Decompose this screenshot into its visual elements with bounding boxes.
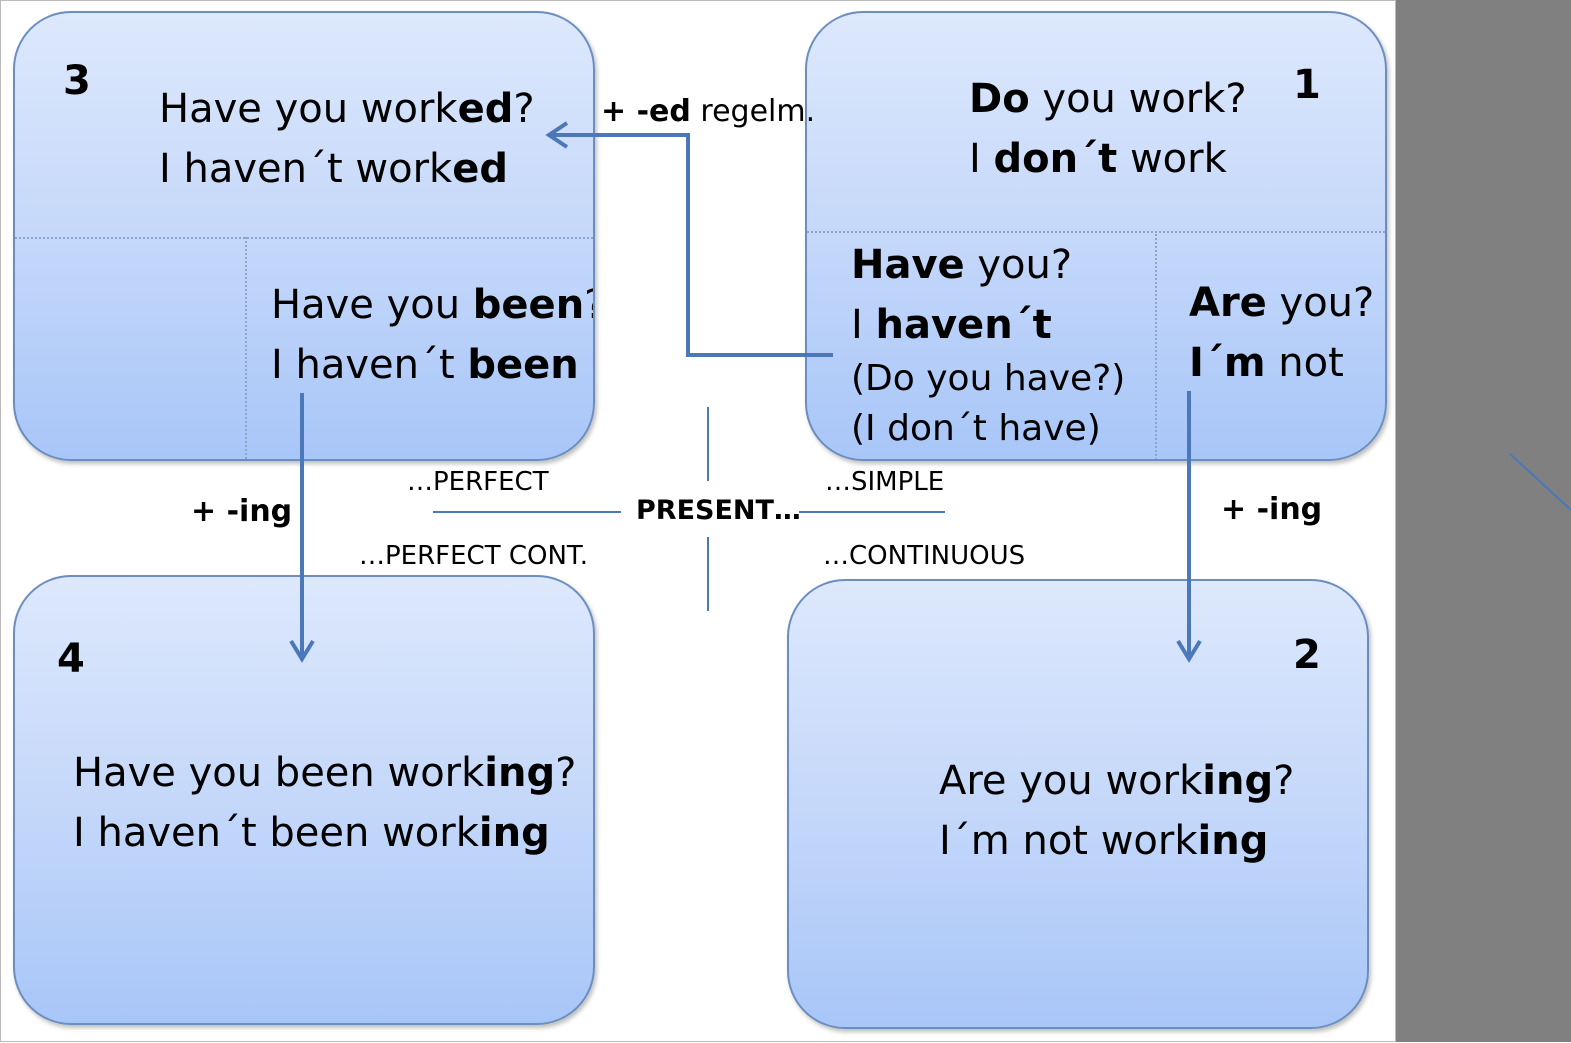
label-perfect-cont: …PERFECT CONT. [359, 541, 588, 571]
side-panel-stroke [1509, 453, 1571, 511]
box-main-line-2: I don´t work [969, 139, 1227, 179]
label-ing-left: + -ing [191, 494, 293, 529]
text-segment: you? [1266, 280, 1375, 326]
side-panel [1396, 0, 1571, 1042]
box-left-line-1: Have you? [851, 245, 1072, 285]
box-number: 4 [57, 636, 85, 682]
text-segment: I haven´t been work [73, 810, 479, 856]
arrow-ed [551, 133, 833, 357]
connector-layer [289, 121, 1202, 663]
box-main-line-1: Are you working? [939, 761, 1294, 801]
box-left-line-4: (I don´t have) [851, 411, 1101, 447]
label-ed-prefix: + -ed [601, 94, 691, 129]
text-segment: I [969, 136, 994, 182]
box-right-line-2: I´m not [1189, 343, 1344, 383]
box-main-line-1: Have you been working? [73, 753, 576, 793]
text-segment: I [851, 302, 876, 348]
box-main-line-1: Have you worked? [159, 89, 535, 129]
diagram-canvas: 3 Have you worked? I haven´t worked Have… [0, 0, 1396, 1042]
box-present-continuous: 2 Are you working? I´m not working [787, 579, 1369, 1029]
box-right-line-2: I haven´t been [271, 345, 579, 385]
text-segment: ? [584, 282, 593, 328]
box-present-simple: 1 Do you work? I don´t work Have you? I … [805, 11, 1387, 461]
label-perfect: …PERFECT [407, 467, 549, 497]
text-segment: ed [457, 86, 514, 132]
box-main-line-2: I´m not working [939, 821, 1268, 861]
text-segment: don´t [993, 136, 1118, 182]
text-segment: I´m [1189, 340, 1266, 386]
text-segment: been [467, 342, 579, 388]
label-ed-suffix: regelm. [690, 94, 816, 129]
label-continuous: …CONTINUOUS [823, 541, 1026, 571]
box-divider-v [245, 237, 247, 459]
label-simple: …SIMPLE [825, 467, 945, 497]
label-ing-right: + -ing [1221, 492, 1323, 527]
text-segment: you work? [1029, 76, 1247, 122]
text-segment: (I don´t have) [851, 408, 1101, 449]
box-divider-h [807, 231, 1385, 233]
box-main-line-2: I haven´t been working [73, 813, 550, 853]
text-segment: I haven´t [271, 342, 468, 388]
text-segment: Have you work [159, 86, 458, 132]
text-segment: ing [1202, 758, 1274, 804]
box-right-line-1: Are you? [1189, 283, 1374, 323]
text-segment: ? [513, 86, 535, 132]
text-segment: Are you work [939, 758, 1203, 804]
text-segment: work [1117, 136, 1227, 182]
box-present-perfect: 3 Have you worked? I haven´t worked Have… [13, 11, 595, 461]
text-segment: ed [452, 146, 508, 192]
text-segment: you? [964, 242, 1073, 288]
text-segment: ? [1273, 758, 1295, 804]
text-segment: Have you been work [73, 750, 485, 796]
text-segment: not [1265, 340, 1344, 386]
text-segment: ing [1197, 818, 1269, 864]
text-segment: ing [484, 750, 556, 796]
text-segment: been [472, 282, 585, 328]
arrow-ing-right-head [1176, 639, 1202, 663]
text-segment: (Do you have?) [851, 358, 1126, 399]
text-segment: Are [1189, 280, 1267, 326]
box-main-line-1: Do you work? [969, 79, 1247, 119]
text-segment: I´m not work [939, 818, 1198, 864]
text-segment: ? [555, 750, 577, 796]
arrow-ing-left-head [289, 639, 315, 663]
side-panel-diagonal [1509, 453, 1571, 511]
label-present: PRESENT… [636, 495, 801, 526]
box-left-line-3: (Do you have?) [851, 361, 1125, 397]
label-ed: + -ed regelm. [601, 97, 815, 127]
text-segment: I haven´t work [159, 146, 453, 192]
box-divider-v [1155, 231, 1157, 459]
text-segment: Have you [271, 282, 473, 328]
text-segment: Do [969, 76, 1030, 122]
text-segment: Have [851, 242, 965, 288]
box-main-line-2: I haven´t worked [159, 149, 508, 189]
text-segment: haven´t [875, 302, 1052, 348]
box-number: 1 [1293, 62, 1321, 108]
box-number: 3 [63, 58, 91, 104]
text-segment: ing [478, 810, 550, 856]
box-divider-h [15, 237, 593, 239]
box-number: 2 [1293, 632, 1321, 678]
arrow-ed-head [545, 121, 569, 149]
box-right-line-1: Have you been? [271, 282, 593, 328]
box-left-line-2: I haven´t [851, 305, 1052, 345]
